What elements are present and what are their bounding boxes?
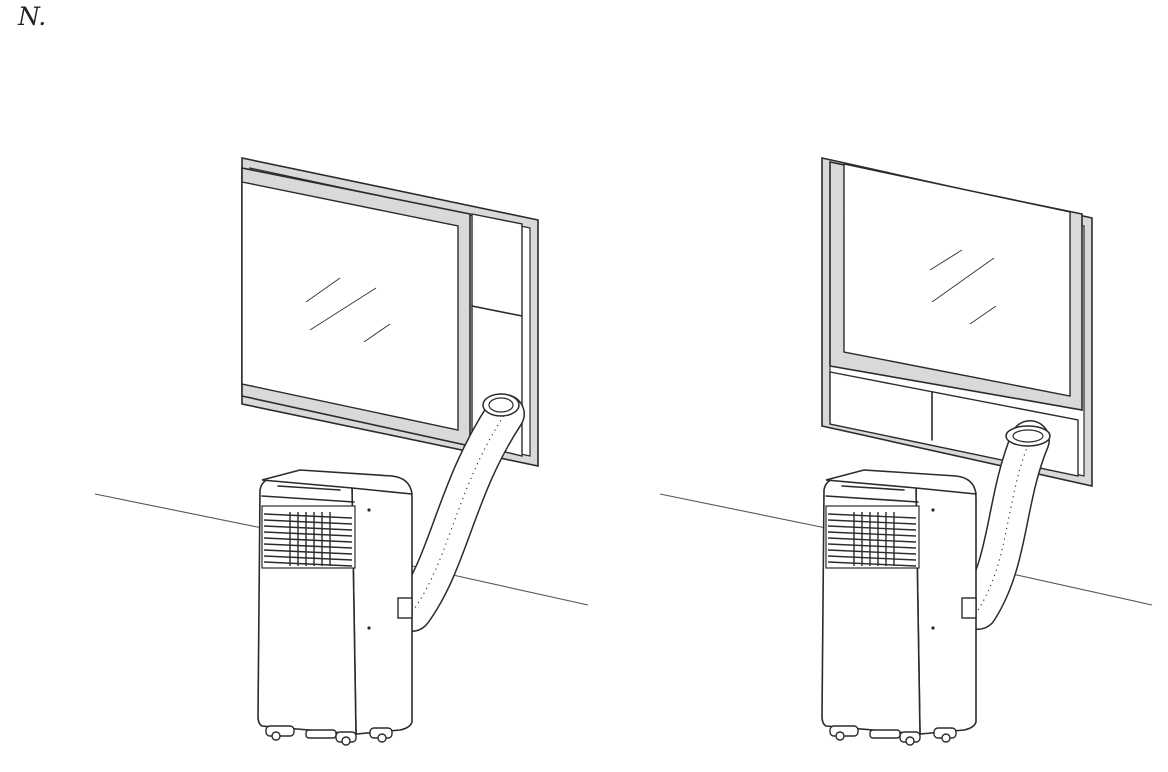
portable-air-conditioner-2 [821, 469, 977, 746]
window-frame-2 [821, 157, 1093, 487]
side-handle [397, 597, 413, 619]
window-glass-2 [843, 163, 1071, 397]
casters-2 [829, 725, 957, 746]
exhaust-hose [392, 393, 525, 632]
floor-line-left [94, 493, 263, 529]
control-panel [261, 495, 355, 503]
illustration-sliding-horizontal-window [94, 157, 589, 746]
side-handle-2 [961, 597, 977, 619]
exhaust-hose-2 [958, 420, 1051, 630]
casters [265, 725, 393, 746]
control-panel-2 [825, 495, 919, 503]
illustration-sliding-vertical-window [659, 157, 1153, 746]
portable-air-conditioner [257, 469, 413, 746]
figure-label: N. [18, 2, 47, 31]
floor-line-left-2 [659, 493, 827, 529]
window-glass [241, 181, 459, 431]
window-frame [241, 157, 539, 467]
